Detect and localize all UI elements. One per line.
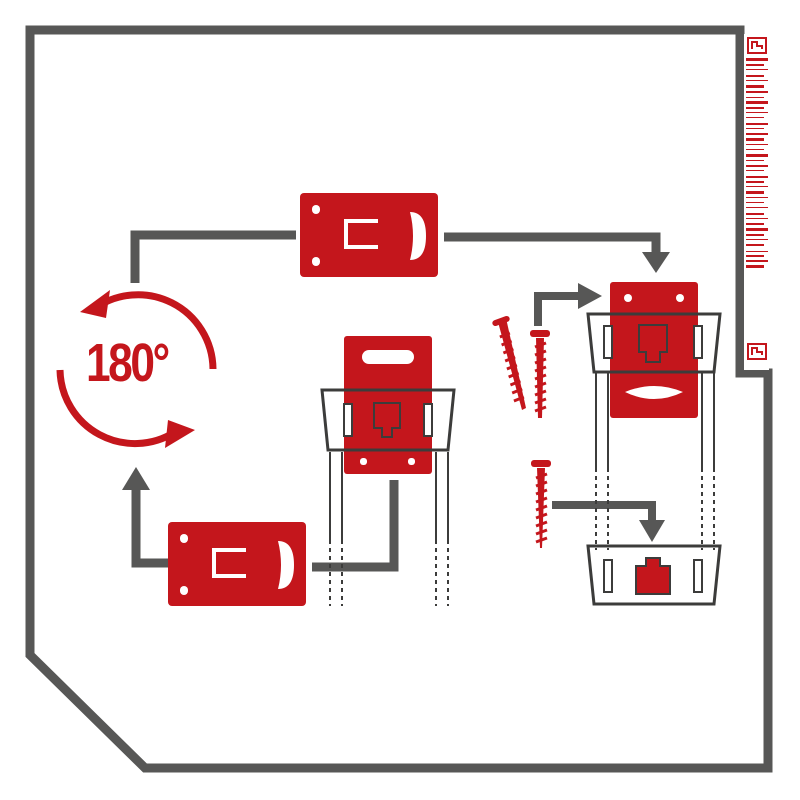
connector-line [312,480,399,572]
flat-bracket-icon [300,193,438,277]
barcode-icon [744,34,769,370]
package-outline [25,25,773,773]
wall-bracket-icon [586,544,722,606]
wall-bracket-icon [586,282,722,550]
arrow-down-icon [552,501,665,542]
rotate-arrows-icon [56,290,217,448]
flat-bracket-icon [168,522,306,606]
wall-bracket-icon [320,336,456,606]
arrow-right-icon [130,230,670,283]
arrow-up-icon [122,467,168,568]
arrow-right-icon [534,283,602,326]
rotation-label: 180° [86,333,170,393]
